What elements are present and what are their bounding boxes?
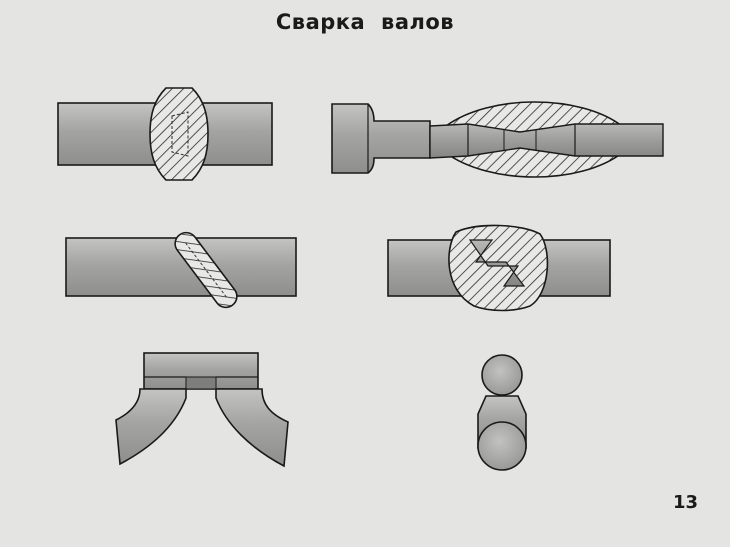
diagonal-weld-figure [65, 231, 297, 309]
butt-weld-figure [57, 87, 273, 181]
page-number: 13 [672, 492, 698, 513]
stepped-shaft-weld-figure [331, 101, 664, 178]
ball-shaft-figure [477, 354, 527, 471]
page-title: Сварка валов [275, 10, 455, 34]
jaw-clamp-figure [115, 352, 289, 468]
z-joint-weld-figure [387, 224, 611, 312]
